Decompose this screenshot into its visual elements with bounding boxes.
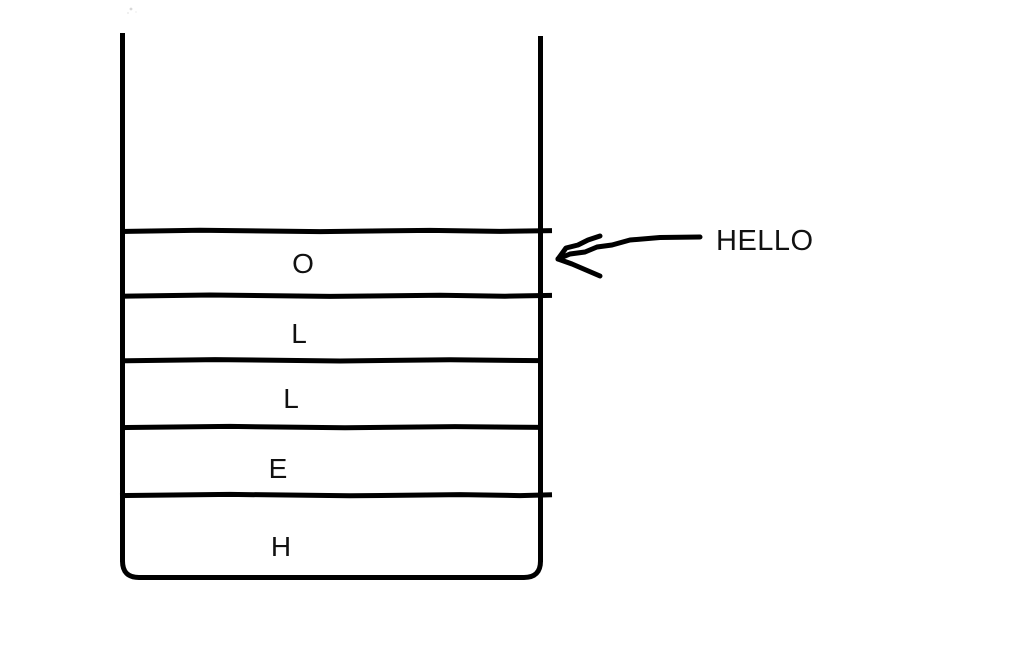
arrow-barb-upper [555,233,603,262]
stack-cell-o-label: O [292,248,314,279]
stack-bottom-base [120,560,543,580]
stack-cell-e-label: E [269,453,288,484]
stack-cell-h-label: H [271,531,291,562]
stack-cell-l-lower-label: L [283,383,299,414]
speck-artifact [127,7,137,14]
divider-above-o [120,227,553,235]
divider-e-h [119,491,553,499]
arrow-barb-lower [555,256,603,279]
hello-label: HELLO [716,225,814,257]
arrow-shaft [555,234,703,262]
stack-cell-letters: O L L E H [269,248,314,562]
stack-cell-l-upper-label: L [291,318,307,349]
stack-dividers [119,227,553,499]
divider-o-l [120,292,553,299]
divider-l-l [120,357,541,364]
hello-annotation: HELLO [555,225,814,279]
divider-l-e [120,423,542,431]
